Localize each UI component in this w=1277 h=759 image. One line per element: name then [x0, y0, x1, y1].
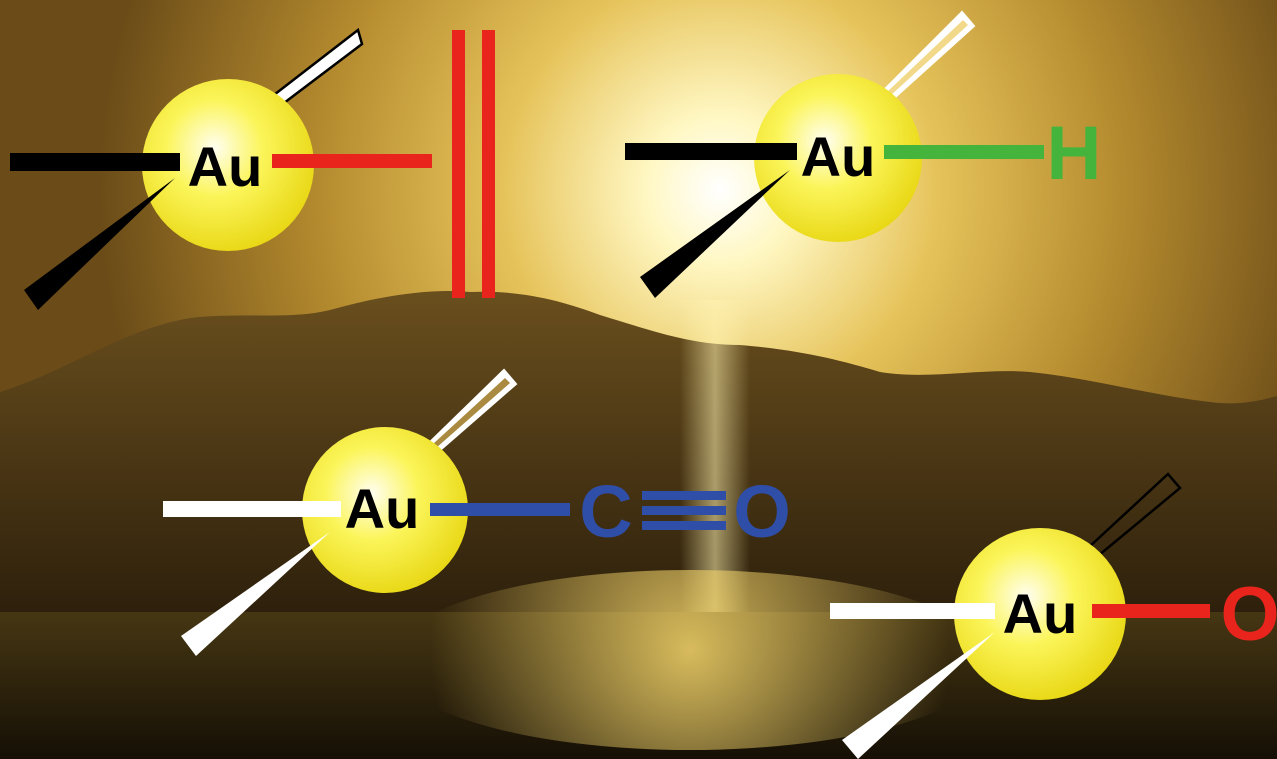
gold-hydride-bond: [884, 145, 1044, 159]
hydrogen-label: H: [1047, 111, 1102, 196]
oxygen-label: O: [733, 470, 791, 553]
triple-bond-3: [642, 521, 726, 530]
plain-bond-left: [163, 501, 341, 517]
gold-carbon-bond: [430, 503, 570, 516]
triple-bond-2: [642, 506, 726, 515]
sea-reflection: [390, 570, 990, 750]
hashed-wedge-inner: [433, 378, 510, 448]
metal-label: Au: [1003, 582, 1078, 645]
plain-bond-left: [830, 603, 995, 619]
complex-au-hydride: Au H: [625, 10, 1102, 298]
solid-wedge-bond: [842, 632, 995, 759]
plain-bond-left: [10, 153, 180, 171]
solid-wedge-bond: [181, 532, 330, 656]
metal-label: Au: [188, 135, 263, 198]
gold-oxygen-bond: [1092, 604, 1210, 618]
complex-au-oxo: Au O: [830, 472, 1277, 759]
metal-label: Au: [345, 477, 420, 540]
solid-wedge-bond: [640, 170, 790, 298]
metal-label: Au: [801, 125, 876, 188]
light-beam: [680, 300, 750, 620]
triple-bond-1: [642, 491, 726, 500]
gold-atom-sphere: [302, 427, 468, 593]
carbon-label: C: [579, 470, 632, 553]
gold-atom-sphere: [754, 74, 922, 242]
alkene-double-bond-2: [482, 30, 495, 298]
complex-au-carbonyl: Au C O: [163, 368, 791, 656]
gold-alkene-bond: [272, 154, 432, 168]
gold-atom-sphere: [142, 79, 314, 251]
solid-wedge-bond: [24, 178, 175, 310]
gold-atom-sphere: [954, 528, 1126, 700]
alkene-double-bond-1: [452, 30, 465, 298]
hashed-wedge-inner: [887, 20, 968, 96]
oxygen-label: O: [1220, 572, 1277, 657]
complex-au-alkene: Au: [10, 27, 495, 310]
plain-bond-left: [625, 143, 797, 160]
